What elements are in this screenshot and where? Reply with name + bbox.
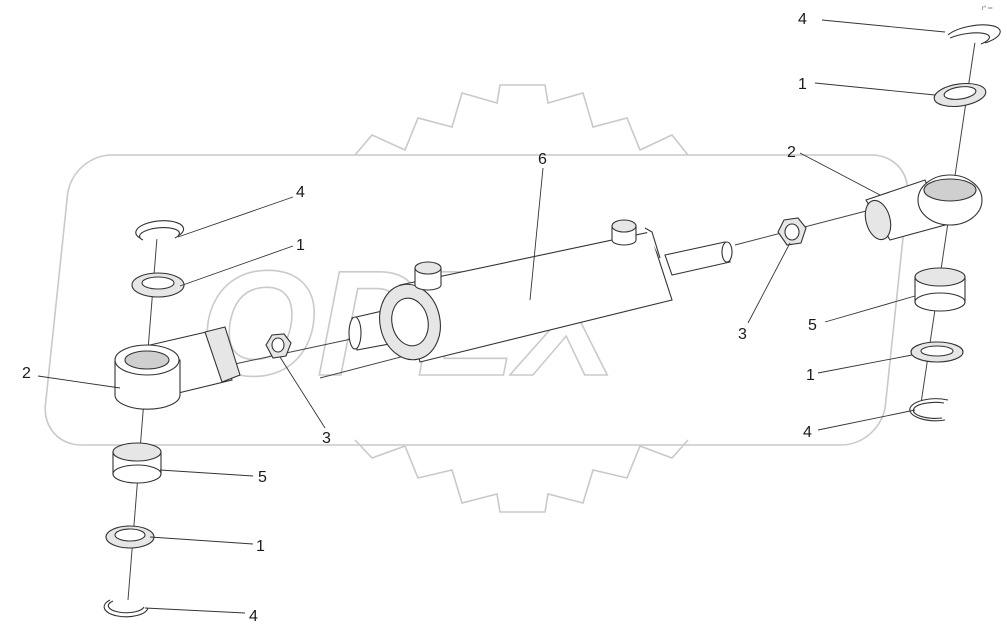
nut-left <box>265 333 292 359</box>
washer-right-lower <box>910 341 964 363</box>
callout-4-left-upper: 4 <box>296 184 305 201</box>
retaining-ring-left-lower <box>103 599 149 618</box>
callout-3-left: 3 <box>322 430 331 447</box>
callout-4-top-right: 4 <box>798 11 807 28</box>
watermark-plate <box>44 154 909 446</box>
retaining-ring-left-upper <box>135 220 185 241</box>
rod-end-eye-left <box>114 326 241 410</box>
callout-4-left-lower: 4 <box>249 608 258 625</box>
corner-mark: r° ═ <box>982 6 993 12</box>
watermark-gear <box>354 84 689 513</box>
washer-top-right <box>933 82 987 108</box>
callout-5-right: 5 <box>808 317 817 334</box>
callout-5-left: 5 <box>258 469 267 486</box>
washer-left-upper <box>131 272 185 298</box>
callout-1-left-upper: 1 <box>296 237 305 254</box>
callout-3-right: 3 <box>738 326 747 343</box>
callout-1-left-lower: 1 <box>256 538 265 555</box>
callout-2-right: 2 <box>787 144 796 161</box>
hydraulic-cylinder <box>348 219 733 363</box>
callout-1-top-right: 1 <box>798 76 807 93</box>
retaining-ring-top-right <box>947 24 1001 45</box>
callout-labels: 4 1 2 6 4 1 2 3 3 5 1 4 5 1 4 <box>22 11 817 625</box>
leader-lines <box>37 19 946 614</box>
callout-4-right-lower: 4 <box>803 424 812 441</box>
rod-end-eye-right <box>864 174 983 241</box>
retaining-ring-right-lower <box>909 398 949 422</box>
callout-1-right-lower: 1 <box>806 367 815 384</box>
callout-6-cylinder: 6 <box>538 151 547 168</box>
bushing-left <box>112 442 162 484</box>
callout-2-left: 2 <box>22 365 31 382</box>
bushing-right <box>914 267 966 312</box>
nut-right <box>777 217 807 246</box>
washer-left-lower <box>105 525 155 549</box>
main-axis-left <box>229 334 371 366</box>
